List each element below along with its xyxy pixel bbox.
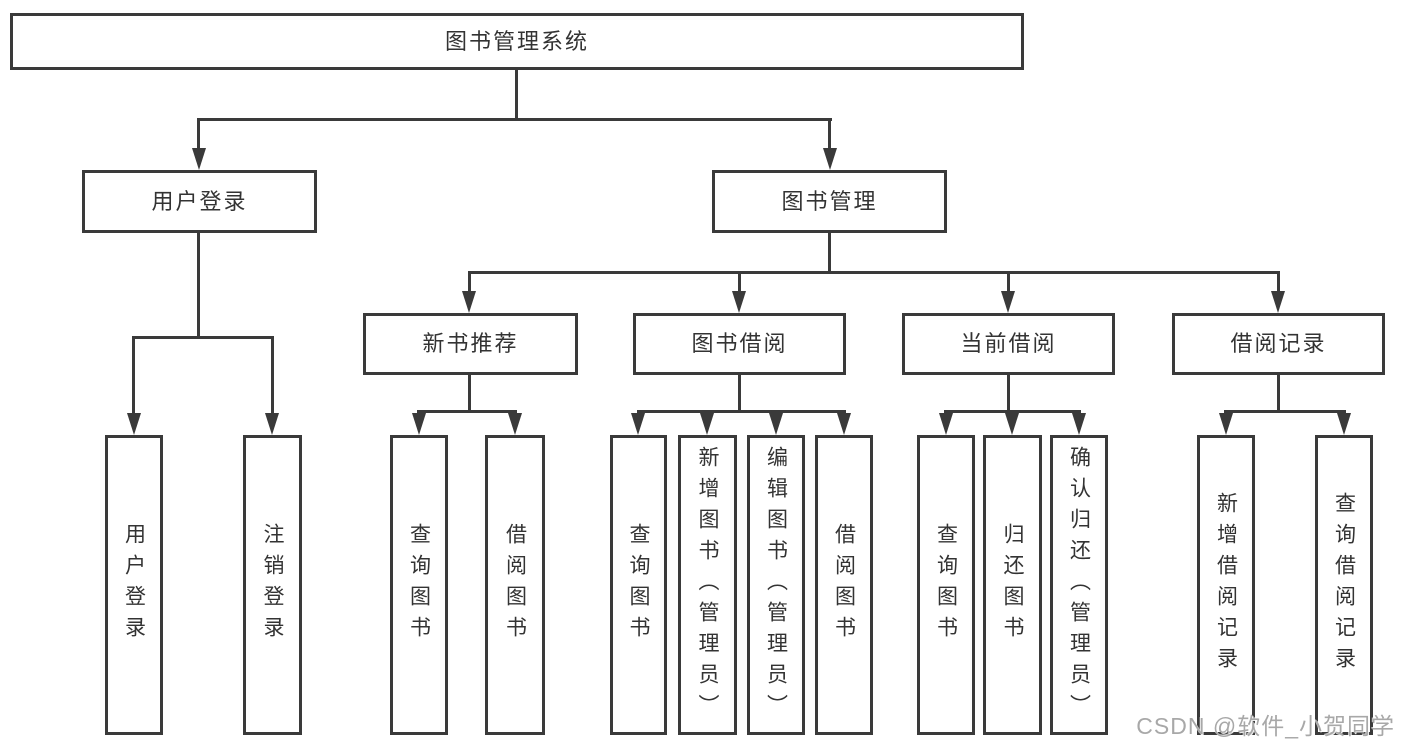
node-label: 确认归还（管理员） [1067, 445, 1091, 725]
node-root-library-management-system: 图书管理系统 [10, 13, 1024, 70]
connector-book-mgmt-stem [828, 233, 831, 271]
connector-records-bar [1224, 410, 1346, 413]
leaf-query-borrow-record: 查询借阅记录 [1315, 435, 1373, 735]
connector-user-login-bar [132, 336, 274, 339]
connector-root-bar [197, 118, 832, 121]
leaf-return-book: 归还图书 [983, 435, 1042, 735]
arrow-down-icon [732, 291, 746, 313]
arrow-down-icon [1271, 291, 1285, 313]
leaf-add-book-admin: 新增图书（管理员） [678, 435, 737, 735]
node-label: 借阅图书 [832, 523, 856, 647]
arrow-down-icon [631, 413, 645, 435]
arrow-down-icon [1005, 413, 1019, 435]
connector-records-stem [1277, 375, 1280, 410]
node-label: 借阅记录 [1230, 331, 1327, 356]
arrow-down-icon [1337, 413, 1351, 435]
node-label: 注销登录 [261, 523, 284, 647]
node-label: 归还图书 [1001, 523, 1024, 647]
connector-recommend-bar [417, 410, 517, 413]
leaf-borrow-book: 借阅图书 [815, 435, 873, 735]
arrow-down-icon [837, 413, 851, 435]
arrow-down-icon [1072, 413, 1086, 435]
node-user-login: 用户登录 [82, 170, 317, 233]
node-label: 查询图书 [627, 523, 650, 647]
connector-book-mgmt-bar [468, 271, 1280, 274]
arrow-down-icon [1001, 291, 1015, 313]
node-label: 图书管理系统 [444, 28, 589, 54]
node-new-book-recommend: 新书推荐 [363, 313, 578, 375]
node-label: 查询图书 [934, 523, 958, 647]
node-label: 图书借阅 [691, 331, 788, 356]
node-label: 编辑图书（管理员） [764, 445, 788, 725]
connector-to-current-borrow [1007, 271, 1010, 292]
node-current-borrow: 当前借阅 [902, 313, 1115, 375]
node-label: 借阅图书 [503, 523, 527, 647]
connector-to-book-management [828, 118, 831, 151]
node-label: 新书推荐 [422, 331, 519, 356]
node-label: 用户登录 [122, 523, 146, 647]
leaf-user-login: 用户登录 [105, 435, 163, 735]
connector-to-new-book-recommend [468, 271, 471, 292]
arrow-down-icon [700, 413, 714, 435]
node-book-management: 图书管理 [712, 170, 947, 233]
connector-borrow-bar [637, 410, 846, 413]
arrow-down-icon [769, 413, 783, 435]
node-label: 新增图书（管理员） [696, 445, 719, 725]
connector-to-user-login [197, 118, 200, 151]
arrow-down-icon [265, 413, 279, 435]
connector-borrow-stem [738, 375, 741, 410]
arrow-down-icon [462, 291, 476, 313]
connector-current-bar [944, 410, 1081, 413]
connector-user-login-stem [197, 233, 200, 336]
leaf-query-book-borrow: 查询图书 [610, 435, 667, 735]
node-label: 用户登录 [151, 188, 248, 214]
arrow-down-icon [127, 413, 141, 435]
node-label: 查询借阅记录 [1332, 492, 1356, 678]
connector-recommend-stem [468, 375, 471, 410]
leaf-query-book-recommend: 查询图书 [390, 435, 448, 735]
connector-to-book-borrow [738, 271, 741, 292]
arrow-down-icon [1219, 413, 1233, 435]
node-label: 图书管理 [781, 188, 878, 214]
arrow-down-icon [412, 413, 426, 435]
leaf-edit-book-admin: 编辑图书（管理员） [747, 435, 805, 735]
node-book-borrow: 图书借阅 [633, 313, 846, 375]
node-label: 新增借阅记录 [1214, 492, 1238, 678]
arrow-down-icon [939, 413, 953, 435]
leaf-logout: 注销登录 [243, 435, 302, 735]
arrow-down-icon [192, 148, 206, 170]
csdn-watermark: CSDN @软件_小贺同学 [1136, 713, 1395, 739]
connector-to-leaf-user-login [132, 336, 135, 415]
node-label: 当前借阅 [960, 331, 1057, 356]
arrow-down-icon [823, 148, 837, 170]
leaf-query-book-current: 查询图书 [917, 435, 975, 735]
connector-to-borrow-records [1277, 271, 1280, 292]
leaf-confirm-return-admin: 确认归还（管理员） [1050, 435, 1108, 735]
node-borrow-records: 借阅记录 [1172, 313, 1385, 375]
connector-to-leaf-logout [271, 336, 274, 415]
node-label: 查询图书 [407, 523, 431, 647]
leaf-add-borrow-record: 新增借阅记录 [1197, 435, 1255, 735]
leaf-borrow-book-recommend: 借阅图书 [485, 435, 545, 735]
connector-current-stem [1007, 375, 1010, 410]
arrow-down-icon [508, 413, 522, 435]
connector-root-stem [515, 70, 518, 118]
